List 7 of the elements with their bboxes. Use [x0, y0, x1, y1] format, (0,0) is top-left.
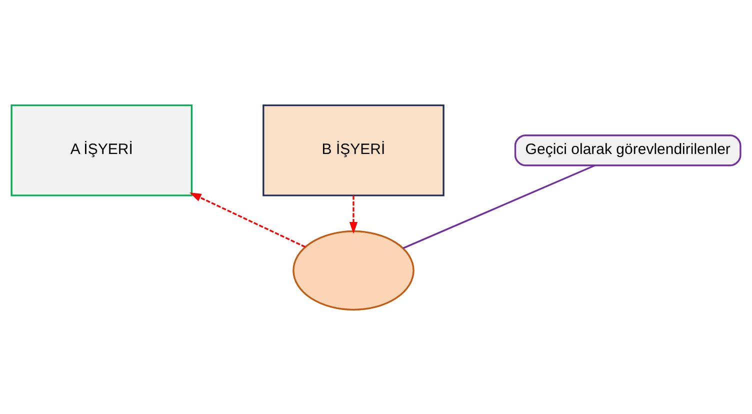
connector [402, 164, 596, 248]
node-box: Geçici olarak görevlendirilenler [514, 134, 742, 166]
node-box: A İŞYERİ [10, 104, 193, 196]
node-circle [292, 230, 414, 310]
arrow [190, 192, 306, 248]
node-box: B İŞYERİ [262, 104, 444, 196]
arrow [349, 195, 358, 234]
